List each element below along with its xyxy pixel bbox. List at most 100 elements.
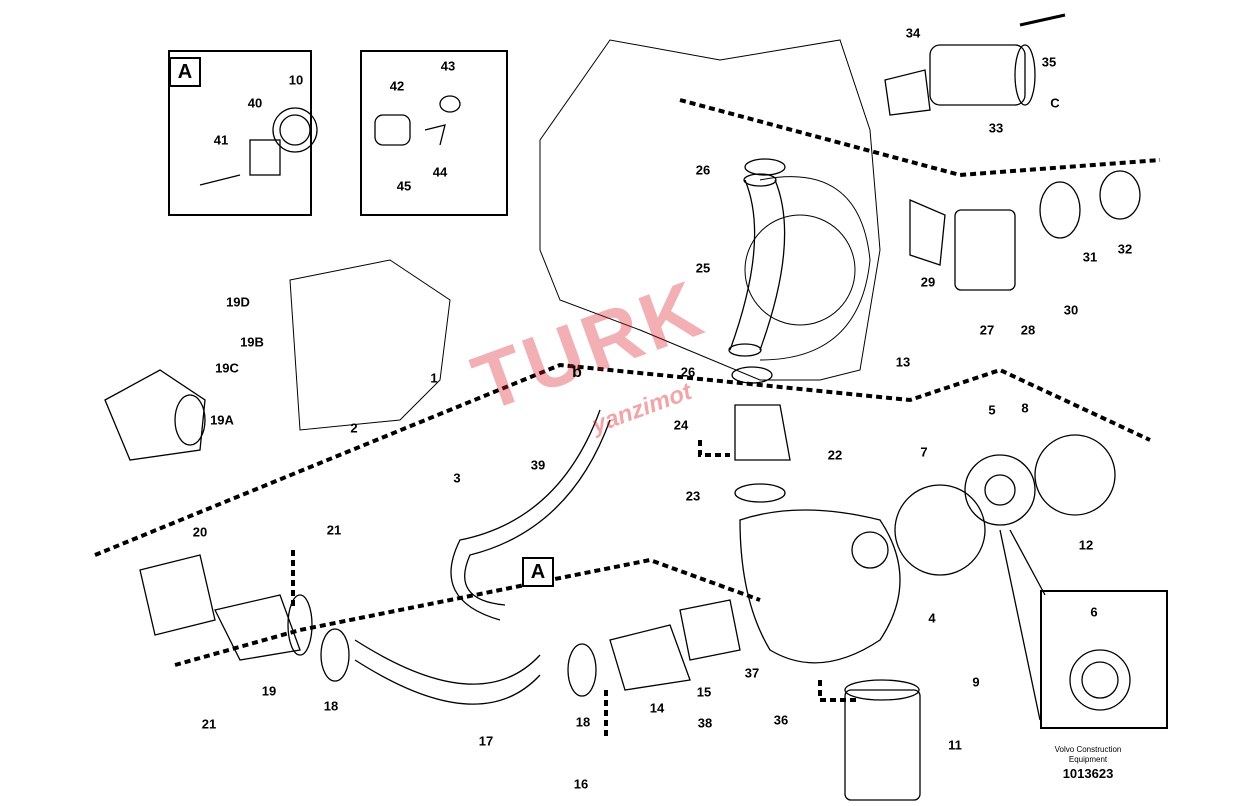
brand-caption: Volvo Construction Equipment xyxy=(1055,745,1122,765)
housing-27 xyxy=(954,209,1016,291)
callout-14: 14 xyxy=(649,700,665,716)
callout-41: 41 xyxy=(213,132,229,148)
callout-5: 5 xyxy=(988,402,996,418)
callout-19a: 19A xyxy=(210,412,234,428)
pipe-17 xyxy=(354,639,541,705)
callout-27: 27 xyxy=(979,322,995,338)
callout-13: 13 xyxy=(895,354,911,370)
gasket-15 xyxy=(679,599,741,661)
callout-26-bottom: 26 xyxy=(680,364,696,380)
callout-15: 15 xyxy=(696,684,712,700)
callout-36: 36 xyxy=(773,712,789,728)
callout-34: 34 xyxy=(905,25,921,41)
part-31 xyxy=(1039,181,1081,239)
callout-17: 17 xyxy=(478,733,494,749)
callout-35: 35 xyxy=(1041,54,1057,70)
seal-26-top xyxy=(744,158,786,176)
pipe-25 xyxy=(728,173,786,357)
ring-18-left xyxy=(320,628,350,682)
filter-11 xyxy=(844,679,921,801)
document-number: 1013623 xyxy=(1062,766,1114,781)
hose-39 xyxy=(450,409,611,621)
callout-11: 11 xyxy=(948,737,962,753)
callout-31: 31 xyxy=(1082,249,1098,265)
detail-6 xyxy=(1069,649,1131,711)
callout-12: 12 xyxy=(1078,537,1094,553)
gasket-20 xyxy=(139,554,216,636)
callout-19d: 19D xyxy=(226,294,250,310)
callout-38: 38 xyxy=(697,715,713,731)
dashed-line-middle xyxy=(94,362,1151,557)
engine-block-outline xyxy=(539,39,881,381)
elbow-19a xyxy=(104,369,206,461)
dashed-line-bolt24 xyxy=(698,440,730,457)
callout-24: 24 xyxy=(673,417,689,433)
callout-c: C xyxy=(1050,95,1060,111)
callout-3: 3 xyxy=(453,470,461,486)
callout-20: 20 xyxy=(192,524,208,540)
callout-23: 23 xyxy=(685,488,701,504)
detail-box-a-tag: A xyxy=(169,57,201,87)
callout-39: 39 xyxy=(530,457,546,473)
callout-6: 6 xyxy=(1090,604,1098,620)
callout-19b: 19B xyxy=(240,334,264,350)
callout-44: 44 xyxy=(432,164,448,180)
pipe-22 xyxy=(734,404,791,461)
callout-18-left: 18 xyxy=(323,698,339,714)
callout-26-top: 26 xyxy=(695,162,711,178)
callout-28: 28 xyxy=(1020,322,1036,338)
callout-21-bottom: 21 xyxy=(201,716,217,732)
callout-18-right: 18 xyxy=(575,714,591,730)
water-pump-5 xyxy=(964,454,1036,526)
callout-7: 7 xyxy=(920,444,928,460)
thermostat-housing-33 xyxy=(929,44,1036,106)
elbow-14 xyxy=(609,624,691,691)
ring-32 xyxy=(1099,170,1141,220)
engine-side-outline xyxy=(289,259,451,431)
callout-b: b xyxy=(572,364,582,381)
callout-21-top: 21 xyxy=(326,522,342,538)
callout-10: 10 xyxy=(288,72,304,88)
callout-45: 45 xyxy=(396,178,412,194)
detail-box-6 xyxy=(1040,590,1168,729)
callout-1: 1 xyxy=(430,370,438,386)
callout-22: 22 xyxy=(827,447,843,463)
callout-16: 16 xyxy=(573,776,589,792)
callout-29: 29 xyxy=(920,274,936,290)
dashed-line-filter xyxy=(818,680,860,702)
callout-25: 25 xyxy=(695,260,711,276)
dashed-line-bottom xyxy=(174,557,761,667)
o-ring-12 xyxy=(1034,434,1116,516)
callout-9: 9 xyxy=(972,674,980,690)
seal-26-bottom xyxy=(731,366,773,384)
callout-a-tag: A xyxy=(522,557,554,587)
brand-line-2: Equipment xyxy=(1068,755,1108,764)
gasket-34 xyxy=(884,69,931,116)
detail-box-fasteners xyxy=(360,50,508,216)
callout-19c: 19C xyxy=(215,360,239,376)
o-ring-7 xyxy=(894,484,986,576)
callout-33: 33 xyxy=(988,120,1004,136)
gasket-23 xyxy=(734,483,786,503)
parts-box-2 xyxy=(374,95,461,146)
dashed-line-top xyxy=(679,98,1161,178)
callout-37: 37 xyxy=(744,665,760,681)
ring-18-right xyxy=(567,643,597,697)
callout-30: 30 xyxy=(1063,302,1079,318)
brand-line-1: Volvo Construction xyxy=(1054,745,1122,754)
callout-19: 19 xyxy=(261,683,277,699)
detail-box-a xyxy=(168,50,312,216)
callout-40: 40 xyxy=(247,95,263,111)
elbow-19 xyxy=(214,594,313,661)
gasket-29 xyxy=(909,199,946,266)
water-pump-housing-4 xyxy=(739,509,901,664)
callout-4: 4 xyxy=(928,610,936,626)
engine-flywheel-housing xyxy=(759,176,871,361)
parts-box-a xyxy=(199,107,318,186)
callout-42: 42 xyxy=(389,78,405,94)
callout-2: 2 xyxy=(350,420,358,436)
callout-32: 32 xyxy=(1117,241,1133,257)
callout-43: 43 xyxy=(440,58,456,74)
